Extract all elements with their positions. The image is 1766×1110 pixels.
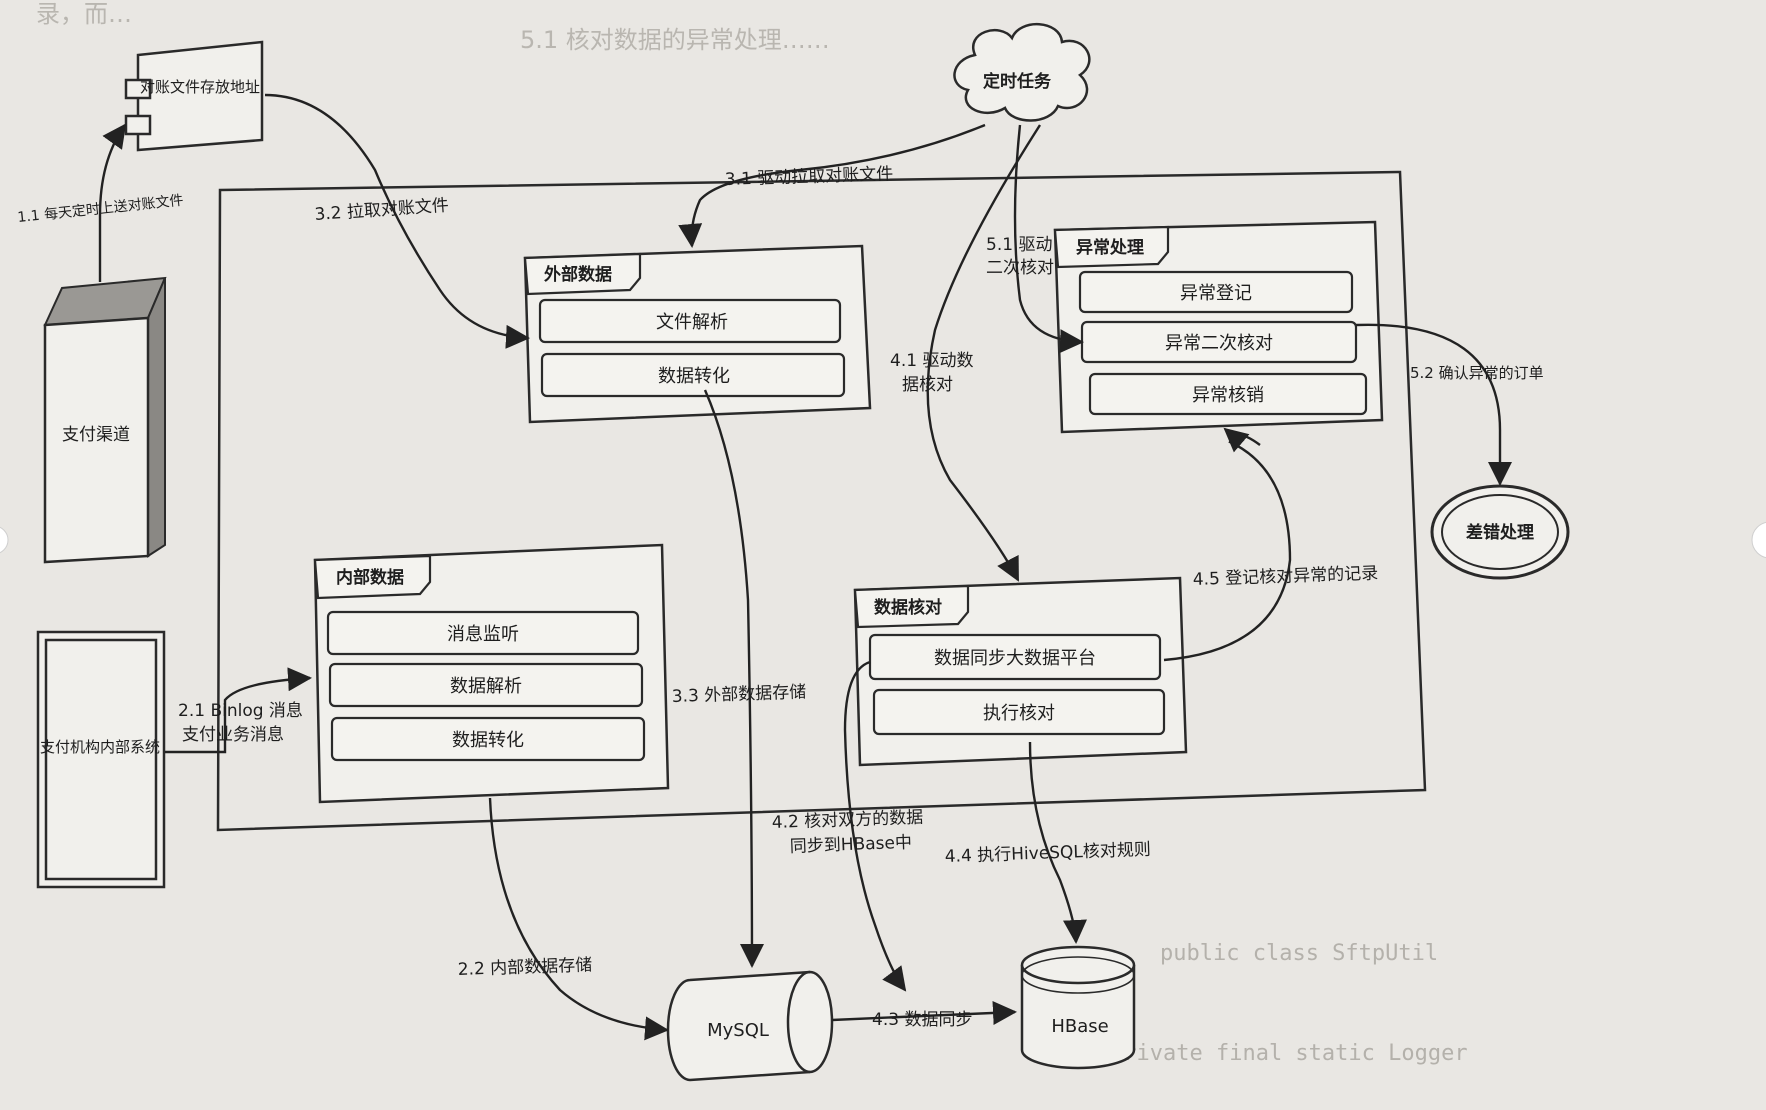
bg-text-top-left: 录，而… <box>36 0 132 28</box>
edge-1-1 <box>98 123 127 282</box>
edges <box>98 93 1512 1041</box>
edge-3-2 <box>264 93 530 349</box>
edge-label-5-1b: 二次核对 <box>986 258 1054 278</box>
edge-4-3 <box>831 1000 1017 1025</box>
edge-label-4-1a: 4.1 驱动数 <box>890 351 973 371</box>
error-handling-label: 差错处理 <box>1466 522 1534 543</box>
data-reconciliation-package: 数据核对 数据同步大数据平台 执行核对 <box>853 576 1188 767</box>
scheduled-task-cloud: 定时任务 <box>953 23 1091 122</box>
edge-3-1 <box>678 123 986 248</box>
edge-4-5-head <box>1223 427 1250 453</box>
internal-data-package: 内部数据 消息监听 数据解析 数据转化 <box>313 543 670 804</box>
payment-channel-label: 支付渠道 <box>62 425 130 445</box>
background-page-text: 录，而… 5.1 核对数据的异常处理…… public class SftpUt… <box>36 0 1468 1066</box>
edge-label-2-1a: 2.1 Binlog 消息 <box>178 701 303 721</box>
edge-label-3-2: 3.2 拉取对账文件 <box>314 196 450 225</box>
right-scroll-handle[interactable] <box>1751 521 1766 559</box>
reconcile-file-address-node: 对账文件存放地址 <box>124 40 264 152</box>
internal-data-item-data-convert: 数据转化 <box>452 730 524 751</box>
hbase-db: HBase <box>1020 945 1136 1070</box>
edge-label-3-1: 3.1 驱动拉取对账文件 <box>724 164 893 190</box>
internal-data-item-msg-listen: 消息监听 <box>447 624 519 645</box>
edge-label-2-2: 2.2 内部数据存储 <box>457 955 592 980</box>
edge-label-4-2b: 同步到HBase中 <box>789 833 912 857</box>
edge-2-2 <box>488 797 669 1041</box>
error-handling-node: 差错处理 <box>1430 484 1570 580</box>
edge-4-4 <box>1028 741 1087 944</box>
left-scroll-handle[interactable] <box>0 526 9 554</box>
hbase-label: HBase <box>1051 1016 1108 1037</box>
edge-label-5-1a: 5.1 驱动 <box>986 235 1052 255</box>
exception-item-register: 异常登记 <box>1180 283 1252 304</box>
payment-internal-system-label-1: 支付机构内部系统 <box>40 738 160 756</box>
external-data-package: 外部数据 文件解析 数据转化 <box>523 244 872 424</box>
exception-handling-package: 异常处理 异常登记 异常二次核对 异常核销 <box>1053 220 1384 434</box>
bg-text-code-2: private final static Logger <box>1110 1041 1468 1066</box>
edge-label-4-1b: 据核对 <box>902 375 953 395</box>
edge-4-5 <box>1163 431 1292 662</box>
internal-data-title: 内部数据 <box>336 567 404 588</box>
edge-5-1 <box>1013 124 1084 354</box>
reconcile-item-execute: 执行核对 <box>983 703 1055 724</box>
edge-3-3 <box>703 389 764 968</box>
payment-internal-system-node: 支付机构内部系统 <box>36 630 166 889</box>
internal-data-item-data-parse: 数据解析 <box>450 676 522 697</box>
mysql-db: MySQL <box>666 970 834 1082</box>
edge-label-4-2a: 4.2 核对双方的数据 <box>771 808 923 833</box>
edge-label-2-1b: 支付业务消息 <box>182 725 284 745</box>
exception-item-recheck: 异常二次核对 <box>1165 333 1273 354</box>
edge-4-2 <box>843 660 907 992</box>
edge-label-4-5: 4.5 登记核对异常的记录 <box>1192 564 1378 590</box>
edge-5-2 <box>1355 323 1512 486</box>
edge-label-4-3: 4.3 数据同步 <box>872 1010 972 1030</box>
bg-text-heading: 5.1 核对数据的异常处理…… <box>520 26 830 54</box>
edge-2-1 <box>165 667 312 754</box>
payment-channel-node: 支付渠道 <box>43 276 167 564</box>
external-data-title: 外部数据 <box>544 264 612 285</box>
scheduled-task-label: 定时任务 <box>983 71 1052 92</box>
external-data-item-file-parse: 文件解析 <box>656 312 728 333</box>
edge-label-3-3: 3.3 外部数据存储 <box>671 682 806 707</box>
edge-label-4-4: 4.4 执行HiveSQL核对规则 <box>944 840 1151 867</box>
edge-label-5-2: 5.2 确认异常的订单 <box>1410 364 1544 382</box>
exception-handling-title: 异常处理 <box>1076 237 1144 258</box>
bg-text-code-1: public class SftpUtil <box>1160 941 1438 966</box>
data-reconciliation-title: 数据核对 <box>874 597 942 618</box>
reconcile-item-sync-bigdata: 数据同步大数据平台 <box>934 648 1096 669</box>
reconcile-file-address-label: 对账文件存放地址 <box>140 78 260 96</box>
exception-item-writeoff: 异常核销 <box>1192 385 1264 406</box>
external-data-item-data-convert: 数据转化 <box>658 366 730 387</box>
edge-4-1 <box>926 124 1042 582</box>
mysql-label: MySQL <box>707 1020 769 1041</box>
